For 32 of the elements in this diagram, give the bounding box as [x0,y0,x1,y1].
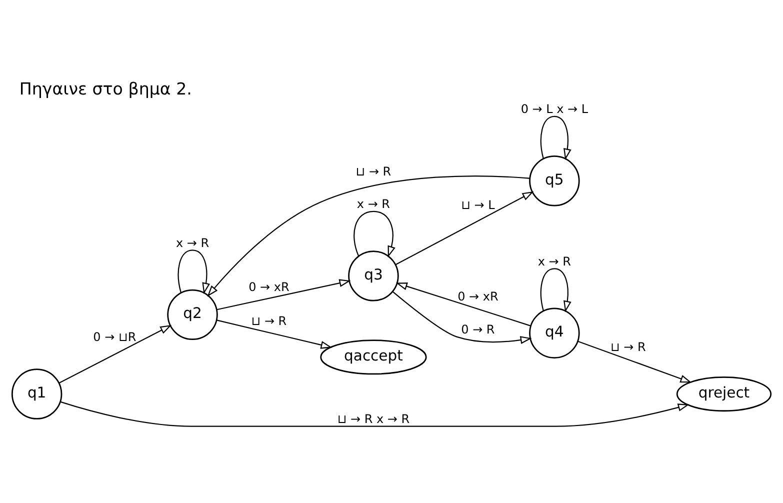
edge-label: 0 → L x → L [520,102,588,116]
edge-label: ⊔ → R [356,164,392,178]
arrow [395,190,534,265]
edge-label: 0 → ⊔R [93,329,136,344]
edge-label: ⊔ → R x → R [337,411,410,426]
arrow [207,175,530,296]
arrow [392,290,532,344]
edge-label: ⊔ → L [461,197,495,212]
node-circle: q5 [529,155,580,206]
edge-label: 0 → xR [458,288,498,303]
edge-label: x → R [176,235,210,250]
arrow [58,324,172,383]
arrow [178,249,210,294]
edge-label: x → R [356,196,390,211]
node-circle: q1 [11,368,62,419]
edge-label: ⊔ → R [251,314,287,328]
arrow [216,319,332,348]
node-circle: q2 [167,288,218,340]
arrow [540,115,572,160]
edge-label: 0 → xR [248,280,290,294]
arrow [396,282,531,326]
arrow [216,278,351,310]
arrow [354,210,396,257]
arrow [578,340,692,382]
diagram-title: Πηγαινε στο βημα 2. [19,79,192,98]
arrow [60,400,690,426]
edge-label: x → R [538,254,571,268]
edge-label: ⊔ → R [610,340,646,354]
node-circle: q4 [529,307,580,358]
edge-label: 0 → R [461,322,495,336]
node-circle: q3 [348,250,399,301]
arrow [540,268,572,312]
